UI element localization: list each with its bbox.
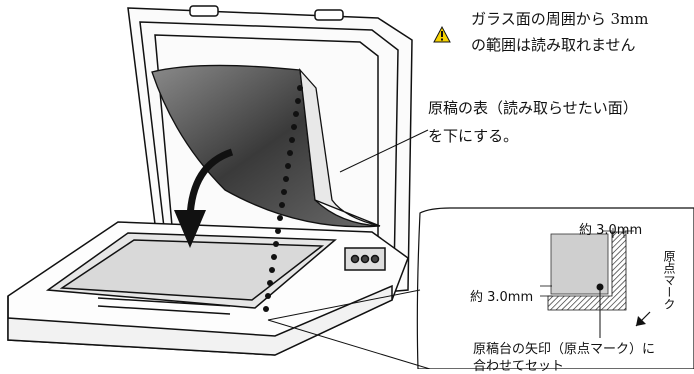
warning-text-line2: の範囲は読み取れません [471, 36, 636, 54]
top-margin-label: 約 3.0mm [579, 223, 643, 238]
scanner-base [7, 221, 409, 356]
dotted-edge-line [263, 85, 303, 312]
warning-text-line1: ガラス面の周囲から 3mm [471, 10, 649, 28]
side-margin-label: 約 3.0mm [470, 290, 534, 305]
instruction-line2: 合わせてセット [473, 359, 565, 374]
origin-mark-label: 原点マーク [662, 250, 676, 310]
warning-triangle-icon [433, 25, 451, 43]
document-note-line2: を下にする。 [428, 127, 519, 145]
placement-arrow [174, 148, 234, 248]
document-sheet [151, 64, 381, 228]
detail-bubble [267, 207, 694, 370]
document-note-line1: 原稿の表（読み取らせたい面） [428, 99, 638, 117]
callout-leader-line [339, 129, 429, 173]
instruction-line1: 原稿台の矢印（原点マーク）に [473, 342, 656, 357]
